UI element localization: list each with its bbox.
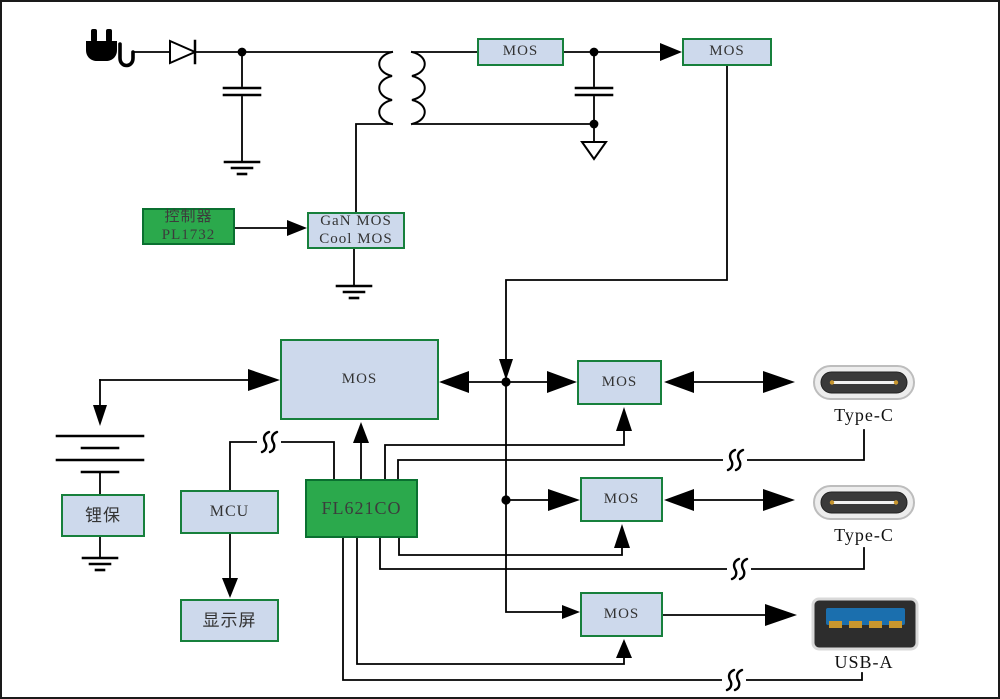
junction-dot [589, 119, 599, 129]
controller-part-number: PL1732 [161, 226, 216, 243]
wire-ic-typec1-cc [397, 429, 865, 480]
ac-plug-icon [86, 29, 135, 68]
wire-primary-to-switch [355, 123, 393, 213]
usba-label: USB-A [834, 652, 894, 672]
controller-name: 控制器 [164, 209, 213, 226]
junction-dot [501, 377, 511, 387]
arrowhead [660, 43, 682, 61]
typec1-label: Type-C [834, 405, 894, 425]
arrowhead [664, 371, 694, 393]
primary-switch-line1: GaN MOS [320, 213, 392, 230]
typec2-label: Type-C [834, 525, 894, 545]
wire-ic-port3mos [356, 537, 625, 665]
wire-vbus-feed [505, 65, 728, 360]
arrowhead [616, 407, 632, 431]
arrowhead [547, 371, 577, 393]
block-controller: 控制器 PL1732 [142, 208, 235, 245]
wire-ic-port1mos [384, 430, 625, 480]
wire-ic-usba [342, 537, 863, 681]
transformer-icon [378, 50, 426, 126]
arrowhead [562, 605, 580, 619]
wire-ic-port2mos [398, 537, 623, 556]
primary-switch-line2: Cool MOS [319, 230, 393, 247]
junction-dot [237, 47, 247, 57]
block-battery-protection: 锂保 [61, 494, 145, 537]
arrowhead [616, 639, 632, 658]
arrowhead [763, 371, 795, 393]
junction-dot [501, 495, 511, 505]
junction-dot [589, 47, 599, 57]
block-display: 显示屏 [180, 599, 279, 642]
block-output-mos: MOS [682, 38, 772, 66]
arrowhead [287, 220, 307, 236]
arrowhead [763, 489, 795, 511]
block-main-mos: MOS [280, 339, 439, 420]
arrowhead [93, 405, 107, 426]
arrowhead [548, 489, 580, 511]
arrowhead [439, 371, 469, 393]
arrowhead [248, 369, 280, 391]
block-port1-mos: MOS [577, 360, 662, 405]
typec-connector-icon [813, 365, 915, 400]
arrowhead [765, 604, 797, 626]
output-capacitor-icon [574, 51, 614, 125]
arrowhead [499, 359, 513, 380]
usba-connector-icon [811, 597, 919, 651]
arrowhead [353, 422, 369, 443]
wire-ic-typec2-cc [379, 537, 865, 570]
typec-connector-icon [813, 485, 915, 520]
diode-icon [169, 39, 198, 65]
battery-icon [55, 434, 145, 495]
arrowhead [614, 524, 630, 548]
arrowhead [664, 489, 694, 511]
block-protocol-ic: FL621CO [305, 479, 418, 538]
chassis-ground-icon [580, 141, 608, 161]
block-port2-mos: MOS [580, 477, 663, 522]
arrowhead [222, 578, 238, 598]
block-rectifier-mos: MOS [477, 38, 564, 66]
bulk-capacitor-icon [222, 51, 262, 163]
wire-mcu-ic [229, 441, 335, 491]
block-port3-mos: MOS [580, 592, 663, 637]
block-primary-switch: GaN MOS Cool MOS [307, 212, 405, 249]
block-mcu: MCU [180, 490, 279, 534]
